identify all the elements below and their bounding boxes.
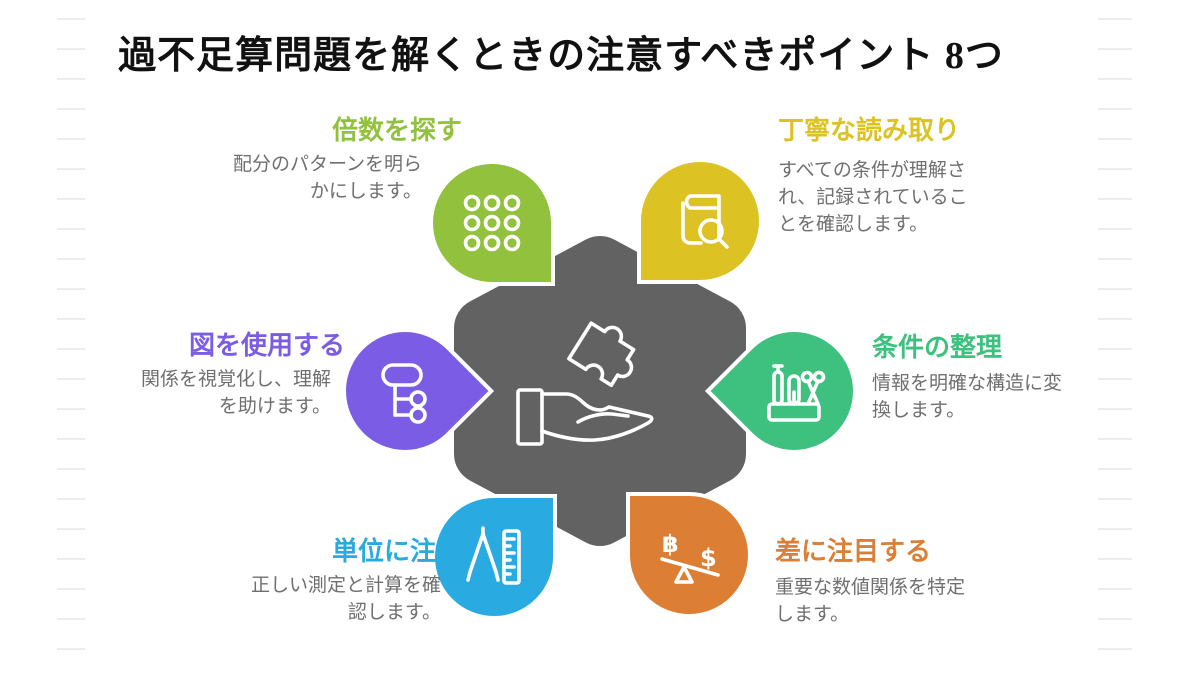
book-magnifier-icon (665, 186, 735, 256)
badge-focus-on-difference: ฿ $ (626, 492, 752, 618)
ruled-lines-right (1098, 18, 1132, 663)
badge-careful-reading (637, 158, 763, 284)
baht-symbol: ฿ (662, 530, 679, 558)
stationery-holder-icon (759, 356, 829, 426)
badge-find-multiples (429, 160, 555, 286)
balance-seesaw-icon: ฿ $ (654, 520, 724, 590)
desc-focus-on-difference: 重要な数値関係を特定 します。 (775, 577, 966, 625)
title-focus-on-difference: 差に注目する (775, 536, 932, 566)
ruled-lines-left (57, 18, 85, 663)
dots-grid-icon (457, 188, 527, 258)
title-mind-units: 単位に注意 (331, 536, 462, 566)
page-title: 過不足算問題を解くときの注意すべきポイント 8つ (118, 35, 1004, 77)
hand-holding-puzzle-icon (516, 321, 654, 446)
open-hand-icon (516, 388, 654, 446)
flowchart-tree-icon (370, 356, 440, 426)
title-careful-reading: 丁寧な読み取り (778, 115, 961, 145)
badge-organize-conditions (704, 301, 884, 481)
title-use-diagrams: 図を使用する (188, 330, 345, 360)
title-organize-conditions: 条件の整理 (872, 332, 1003, 362)
compass-ruler-icon (459, 522, 529, 592)
badge-mind-units (431, 494, 557, 620)
center-hexagon (454, 236, 746, 546)
desc-use-diagrams: 関係を視覚化し、理解 を助けます。 (140, 369, 331, 417)
title-find-multiples: 倍数を探す (331, 115, 462, 145)
desc-mind-units: 正しい測定と計算を確 認します。 (250, 575, 441, 623)
puzzle-piece-icon (567, 321, 636, 388)
badge-use-diagrams (315, 301, 495, 481)
desc-careful-reading: すべての条件が理解さ れ、記録されているこ とを確認します。 (778, 160, 968, 235)
desc-find-multiples: 配分のパターンを明ら かにします。 (232, 154, 422, 202)
desc-organize-conditions: 情報を明確な構造に変 換します。 (872, 373, 1063, 421)
dollar-symbol: $ (700, 544, 717, 572)
